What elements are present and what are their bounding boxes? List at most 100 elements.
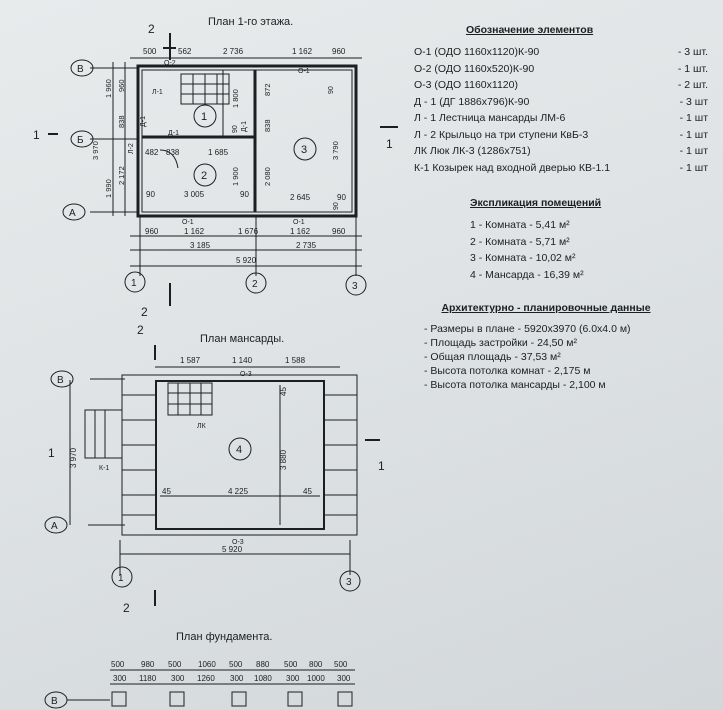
axis-b-label: Б — [77, 135, 84, 146]
ff-inner-dim: 1 800 — [231, 89, 240, 108]
axis-3-label: 3 — [352, 281, 358, 292]
ff-inner-dim: 90 — [146, 190, 155, 199]
legend-item-name: ЛК Люк ЛК-3 (1286x751) — [414, 145, 531, 157]
foundation-dim: 500 — [334, 660, 348, 669]
foundation-dim: 1080 — [254, 674, 272, 683]
legend-item-name: О-2 (ОДО 1160x520)К-90 — [414, 62, 535, 75]
foundation-dim: 300 — [230, 674, 244, 683]
foundation-dim: 300 — [113, 674, 127, 683]
room-1-number: 1 — [201, 111, 207, 123]
ff-left-dim: 838 — [117, 115, 126, 128]
section-label-1-left: 1 — [33, 128, 40, 142]
ff-total-dim: 5 920 — [236, 256, 257, 265]
axis-v-label: В — [77, 64, 84, 75]
explication-item: 4 - Мансарда - 16,39 м² — [470, 268, 584, 281]
attic-left-dim: 3 970 — [69, 447, 78, 468]
ff-door-d1: Д-1 — [168, 130, 179, 137]
foundation-dim: 1060 — [198, 660, 216, 669]
legend-item-name: Л - 1 Лестница мансарды ЛМ-6 — [414, 112, 566, 124]
legend-row: Л - 1 Лестница мансарды ЛМ-6 - 1 шт — [414, 110, 714, 127]
legend-item-count: - 1 шт — [679, 128, 708, 141]
ff-inner-dim: 90 — [240, 190, 249, 199]
axis-2-label: 2 — [252, 279, 258, 290]
ff-inner-dim: 1 900 — [231, 167, 240, 186]
attic-axis-a: А — [51, 521, 58, 532]
explication-title: Экспликация помещений — [470, 197, 602, 209]
foundation-dim: 1260 — [197, 674, 215, 683]
ff-door-d1: Д-1 — [140, 116, 147, 127]
attic-hatch-label: ЛК — [197, 423, 207, 430]
attic-section-1-left: 1 — [48, 446, 55, 460]
ff-inner-dim: 2 080 — [263, 167, 272, 186]
ff-bottom-dim: 1 676 — [238, 227, 259, 236]
ff-bottom-dim: 3 185 — [190, 241, 211, 250]
ff-top-dim: 2 736 — [223, 47, 244, 56]
ff-inner-dim: 2 645 — [290, 193, 311, 202]
foundation-axis-v: В — [51, 696, 58, 707]
ff-bottom-dim: 1 162 — [290, 227, 311, 236]
foundation-dim: 300 — [337, 674, 351, 683]
ff-inner-dim: 838 — [166, 148, 180, 157]
legend-item-count: - 1 шт — [679, 112, 708, 124]
legend-item-name: Д - 1 (ДГ 1886x796)К-90 — [414, 95, 530, 108]
legend-item-count: - 2 шт. — [677, 79, 708, 91]
attic-total-dim: 5 920 — [222, 545, 243, 554]
arch-item: - Высота потолка комнат - 2,175 м — [424, 365, 591, 377]
legend-row: О-2 (ОДО 1160x520)К-90 - 1 шт. — [414, 61, 714, 78]
attic-top-dim: 1 587 — [180, 356, 201, 365]
attic-window-top: О-3 — [240, 371, 252, 378]
attic-axis-3: 3 — [346, 577, 352, 588]
first-floor-title: План 1-го этажа. — [208, 16, 293, 28]
foundation-title: План фундамента. — [176, 631, 272, 643]
legend-item-count: - 1 шт — [679, 145, 708, 157]
ff-left-dim: 1 960 — [104, 79, 113, 98]
attic-section-2-top: 2 — [137, 323, 144, 337]
arch-item: - Площадь застройки - 24,50 м² — [424, 337, 577, 349]
ff-window-o2: О-2 — [164, 60, 176, 67]
ff-window-o1: О-1 — [298, 68, 310, 75]
ff-inner-dim: 838 — [263, 119, 272, 132]
ff-inner-dim: 1 685 — [208, 148, 229, 157]
attic-axis-1: 1 — [118, 573, 124, 584]
ff-porch-l2: Л-2 — [128, 143, 135, 154]
ff-window-o1-bottom: О-1 — [293, 219, 305, 226]
ff-top-dim: 1 162 — [292, 47, 313, 56]
ff-left-dim: 2 172 — [117, 166, 126, 185]
attic-inner-dim: 45 — [303, 487, 312, 496]
attic-top-dim: 1 588 — [285, 356, 306, 365]
section-label-2-top: 2 — [148, 22, 155, 36]
legend-row: К-1 Козырек над входной дверью КВ-1.1 - 1… — [414, 160, 714, 177]
attic-title: План мансарды. — [200, 333, 284, 345]
foundation-dim: 980 — [141, 660, 155, 669]
ff-left-dim: 1 990 — [104, 179, 113, 198]
room-2-number: 2 — [201, 170, 207, 182]
foundation-dim: 1000 — [307, 674, 325, 683]
foundation-dim: 1180 — [139, 674, 157, 683]
ff-wall-90: 90 — [232, 125, 239, 133]
ff-top-dim: 500 — [143, 47, 157, 56]
foundation-dim: 500 — [229, 660, 243, 669]
legend-item-name: О-1 (ОДО 1160x1120)К-90 — [414, 46, 540, 58]
legend-item-count: - 3 шт — [679, 95, 708, 108]
attic-section-2-bottom: 2 — [123, 601, 130, 615]
legend-item-count: - 3 шт. — [677, 46, 708, 58]
explication-item: 1 - Комната - 5,41 м² — [470, 219, 570, 231]
rooms-explication: Экспликация помещений 1 - Комната - 5,41… — [470, 197, 601, 283]
explication-item: 3 - Комната - 10,02 м² — [470, 252, 576, 264]
ff-inner-dim: 90 — [337, 193, 346, 202]
legend-row: О-3 (ОДО 1160x1120)- 2 шт. — [414, 77, 714, 94]
legend-item-count: - 1 шт — [679, 161, 708, 174]
foundation-dim: 300 — [286, 674, 300, 683]
foundation-dim: 500 — [284, 660, 298, 669]
room-3-number: 3 — [301, 144, 307, 156]
architectural-data: Архитектурно - планировочные данные - Ра… — [424, 302, 714, 392]
legend-item-count: - 1 шт. — [677, 62, 708, 75]
attic-inner-dim: 3 880 — [279, 449, 288, 470]
ff-stair-l1: Л-1 — [152, 89, 163, 96]
legend-item-name: К-1 Козырек над входной дверью КВ-1.1 — [414, 161, 611, 174]
section-label-1-right: 1 — [386, 137, 393, 151]
ff-door-d1: Д-1 — [241, 121, 248, 132]
axis-a-label: А — [69, 208, 76, 219]
attic-inner-dim: 45 — [279, 387, 288, 396]
arch-item: - Высота потолка мансарды - 2,100 м — [424, 379, 606, 391]
